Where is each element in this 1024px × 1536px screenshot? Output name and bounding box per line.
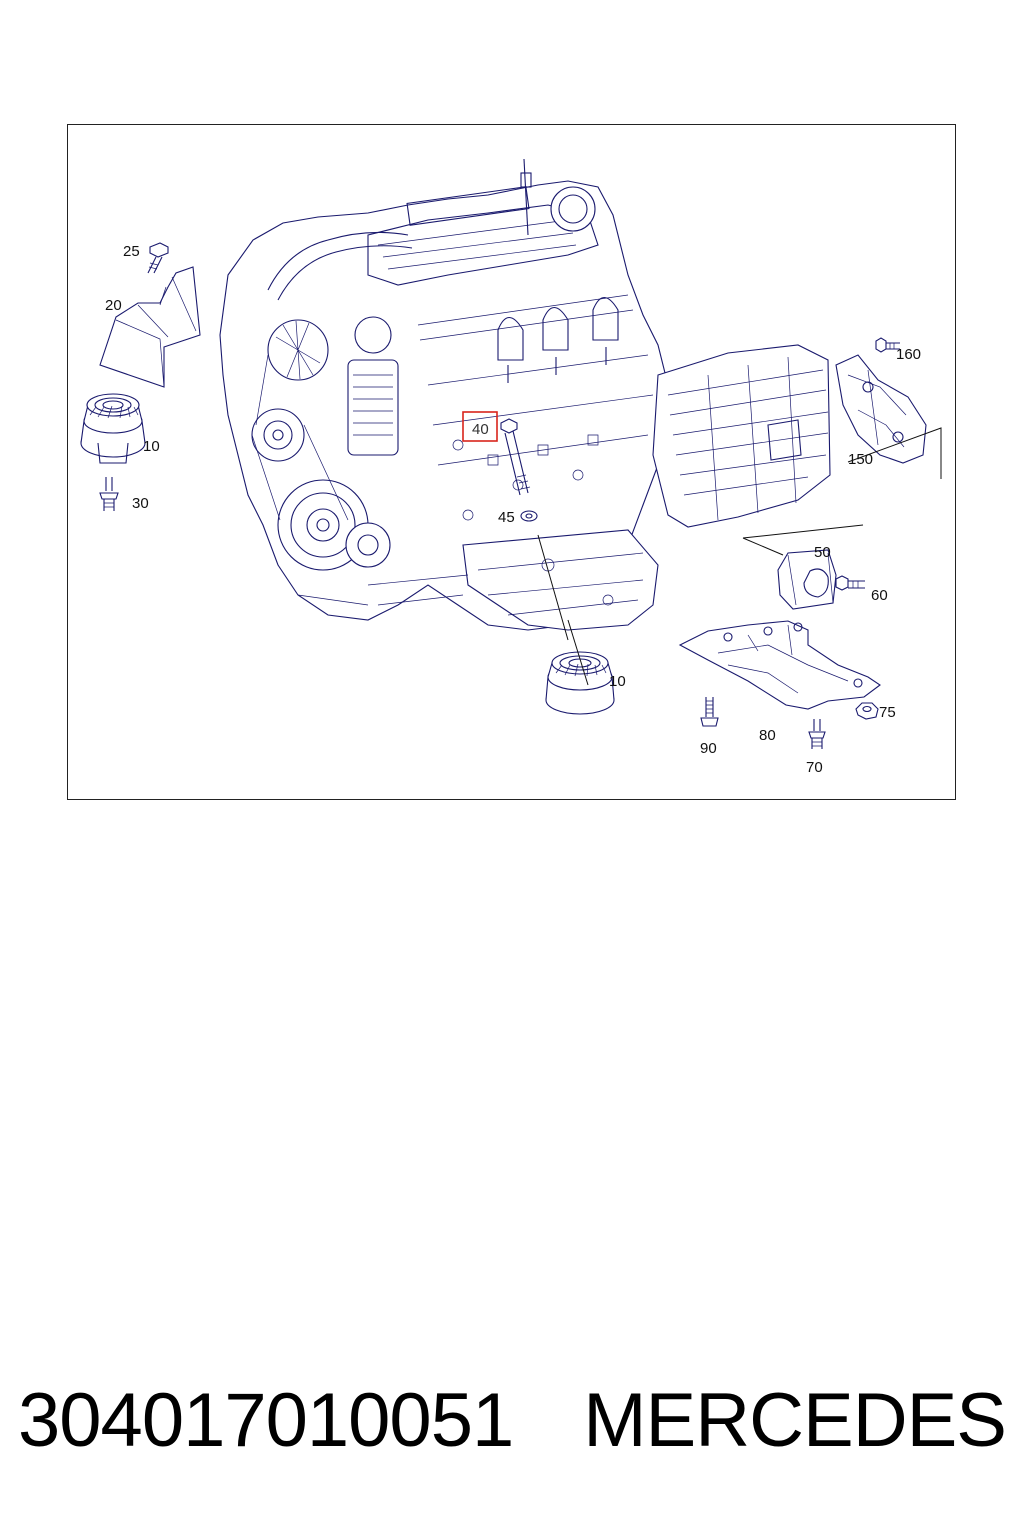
engine-mount-diagram: 25 20 10 30 40 45 160 150 50 60 10 90 80… (80, 158, 942, 776)
callout-70: 70 (806, 759, 823, 776)
callout-40: 40 (472, 421, 489, 438)
heat-shield-part-20 (99, 266, 201, 388)
bolt-part-160 (875, 337, 900, 353)
crossmember-plate-part-80 (678, 620, 881, 710)
bolt-part-60 (835, 575, 865, 591)
callout-50: 50 (814, 544, 831, 561)
part-number: 304017010051 (18, 1377, 514, 1463)
callout-90: 90 (700, 740, 717, 757)
engine-mount-part-10-lower (545, 651, 615, 715)
transmission-mount-part-50 (777, 549, 837, 610)
callout-10-upper: 10 (143, 438, 160, 455)
callout-labels: 25 20 10 30 40 45 160 150 50 60 10 90 80… (105, 243, 921, 776)
callout-10-lower: 10 (609, 673, 626, 690)
washer-part-45 (520, 510, 538, 522)
callout-25: 25 (123, 243, 140, 260)
bolt-part-90 (700, 697, 719, 727)
nut-part-75 (855, 702, 879, 720)
engine-assembly (219, 158, 669, 631)
highlight-box-part-40 (462, 411, 498, 442)
stud-part-30 (99, 477, 119, 511)
brand-name: MERCEDES (583, 1377, 1007, 1463)
caption: 304017010051 MERCEDES (0, 1375, 1024, 1465)
bracket-part-150 (835, 354, 927, 464)
callout-75: 75 (879, 704, 896, 721)
diagram-frame: 25 20 10 30 40 45 160 150 50 60 10 90 80… (67, 124, 956, 800)
callout-160: 160 (896, 346, 921, 363)
bolt-part-40 (500, 418, 531, 496)
callout-45: 45 (498, 509, 515, 526)
stud-part-70 (808, 719, 826, 749)
transmission-housing (652, 344, 831, 528)
callout-80: 80 (759, 727, 776, 744)
bolt-part-25 (147, 242, 169, 274)
reference-lines (537, 427, 942, 686)
engine-mount-part-10-upper (80, 393, 146, 464)
callout-30: 30 (132, 495, 149, 512)
callout-60: 60 (871, 587, 888, 604)
callout-20: 20 (105, 297, 122, 314)
callout-150: 150 (848, 451, 873, 468)
